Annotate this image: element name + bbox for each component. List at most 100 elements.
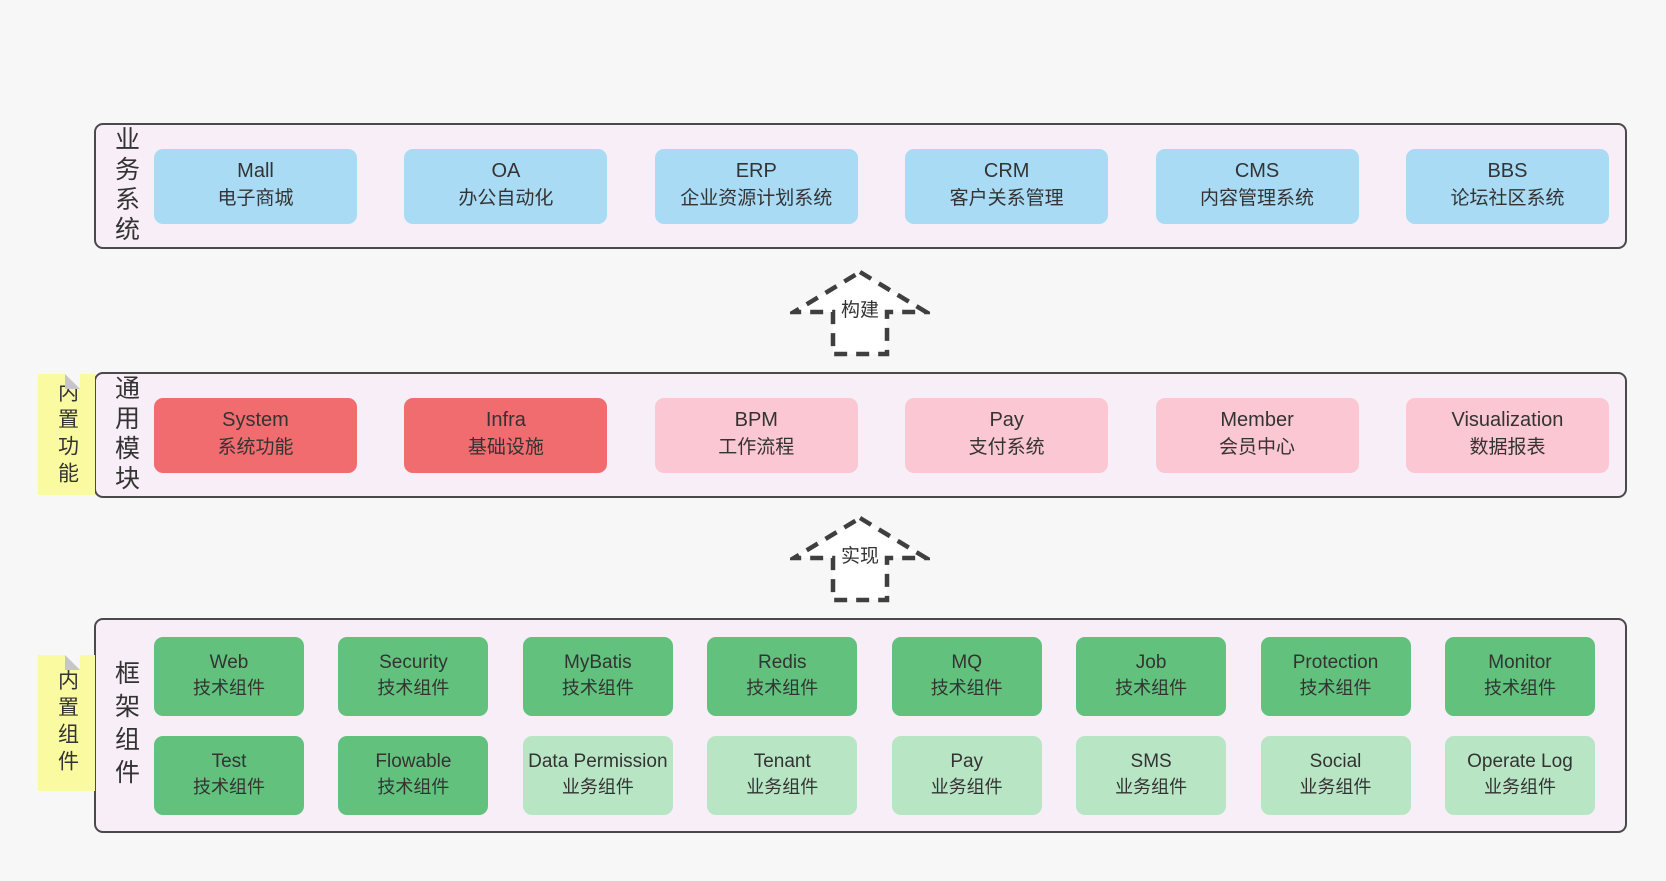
box-subtitle: 技术组件 — [1299, 677, 1372, 698]
component-box-test: Test 技术组件 — [154, 735, 304, 815]
box-title: CRM — [983, 160, 1030, 183]
panel-framework-components: 框架组件 Web 技术组件 Security 技术组件 MyBatis 技术组件… — [94, 618, 1627, 833]
box-title: CMS — [1234, 160, 1280, 183]
business-box-cms: CMS 内容管理系统 — [1155, 148, 1359, 224]
component-box-job: Job 技术组件 — [1076, 636, 1227, 716]
box-title: Social — [1309, 751, 1362, 773]
component-box-tenant: Tenant 业务组件 — [707, 735, 858, 815]
component-box-pay: Pay 业务组件 — [891, 735, 1042, 815]
arrow-up-implement: 实现 — [790, 514, 930, 604]
component-box-mq: MQ 技术组件 — [891, 636, 1042, 716]
components-row-2: Test 技术组件 Flowable 技术组件 Data Permission … — [154, 735, 1595, 815]
box-subtitle: 技术组件 — [930, 677, 1003, 698]
box-title: Job — [1135, 652, 1167, 674]
box-title: Web — [209, 652, 249, 674]
module-box-infra: Infra 基础设施 — [404, 397, 608, 473]
sticky-note-text: 内置功能 — [55, 380, 79, 489]
arrow-build-label: 构建 — [836, 295, 884, 322]
box-subtitle: 支付系统 — [968, 437, 1045, 459]
box-subtitle: 业务组件 — [930, 776, 1003, 797]
box-title: Member — [1220, 409, 1294, 432]
box-title: Pay — [989, 409, 1024, 432]
box-subtitle: 客户关系管理 — [949, 188, 1064, 210]
box-title: ERP — [735, 160, 777, 183]
box-title: Test — [211, 751, 247, 773]
box-subtitle: 企业资源计划系统 — [680, 188, 833, 210]
box-subtitle: 技术组件 — [561, 677, 634, 698]
component-box-redis: Redis 技术组件 — [707, 636, 858, 716]
component-box-mybatis: MyBatis 技术组件 — [522, 636, 673, 716]
component-box-social: Social 业务组件 — [1260, 735, 1411, 815]
sticky-note-text: 内置组件 — [55, 669, 79, 777]
arrow-up-build: 构建 — [790, 268, 930, 358]
box-subtitle: 内容管理系统 — [1200, 188, 1315, 210]
box-subtitle: 技术组件 — [193, 776, 265, 797]
arrow-implement-label: 实现 — [836, 541, 884, 568]
module-box-system: System 系统功能 — [154, 397, 357, 473]
box-subtitle: 业务组件 — [561, 776, 634, 797]
box-title: Security — [379, 652, 448, 674]
box-subtitle: 业务组件 — [746, 776, 819, 797]
box-title: Operate Log — [1467, 751, 1573, 773]
box-title: Data Permission — [528, 751, 668, 773]
box-title: MyBatis — [564, 652, 632, 674]
module-box-pay: Pay 支付系统 — [905, 397, 1109, 473]
box-subtitle: 业务组件 — [1299, 776, 1372, 797]
box-title: Monitor — [1488, 652, 1552, 674]
component-box-operate-log: Operate Log 业务组件 — [1444, 735, 1595, 815]
box-subtitle: 基础设施 — [467, 437, 544, 459]
box-title: BBS — [1487, 160, 1528, 183]
box-title: Redis — [757, 652, 807, 674]
box-title: BPM — [734, 409, 778, 432]
sticky-note-built-in-functions: 内置功能 — [38, 374, 95, 495]
box-subtitle: 会员中心 — [1219, 437, 1296, 459]
business-box-bbs: BBS 论坛社区系统 — [1405, 148, 1609, 224]
component-box-data-permission: Data Permission 业务组件 — [522, 735, 673, 815]
box-subtitle: 论坛社区系统 — [1450, 188, 1565, 210]
box-subtitle: 技术组件 — [1115, 677, 1188, 698]
component-box-sms: SMS 业务组件 — [1076, 735, 1227, 815]
box-subtitle: 技术组件 — [746, 677, 819, 698]
box-subtitle: 技术组件 — [377, 677, 450, 698]
module-box-member: Member 会员中心 — [1155, 397, 1359, 473]
box-subtitle: 技术组件 — [377, 776, 450, 797]
component-box-flowable: Flowable 技术组件 — [338, 735, 489, 815]
box-title: Protection — [1292, 652, 1379, 674]
panel-components-label: 框架组件 — [111, 659, 140, 792]
box-title: MQ — [951, 652, 982, 674]
module-box-visualization: Visualization 数据报表 — [1405, 397, 1609, 473]
component-box-protection: Protection 技术组件 — [1260, 636, 1411, 716]
box-title: OA — [491, 160, 521, 183]
business-box-oa: OA 办公自动化 — [404, 148, 608, 224]
components-row-1: Web 技术组件 Security 技术组件 MyBatis 技术组件 Redi… — [154, 636, 1595, 716]
modules-boxes-row: System 系统功能 Infra 基础设施 BPM 工作流程 Pay 支付系统… — [154, 397, 1625, 473]
box-title: Mall — [237, 160, 274, 183]
box-title: Tenant — [753, 751, 811, 773]
box-title: Pay — [950, 751, 984, 773]
business-box-mall: Mall 电子商城 — [154, 148, 357, 224]
box-subtitle: 业务组件 — [1483, 776, 1556, 797]
business-boxes-row: Mall 电子商城 OA 办公自动化 ERP 企业资源计划系统 CRM 客户关系… — [154, 148, 1625, 224]
business-box-erp: ERP 企业资源计划系统 — [654, 148, 858, 224]
box-subtitle: 数据报表 — [1469, 437, 1546, 459]
box-title: Flowable — [375, 751, 452, 773]
box-subtitle: 工作流程 — [718, 437, 795, 459]
box-title: Visualization — [1451, 409, 1564, 432]
component-box-monitor: Monitor 技术组件 — [1444, 636, 1595, 716]
box-subtitle: 业务组件 — [1115, 776, 1188, 797]
box-subtitle: 系统功能 — [217, 437, 294, 459]
box-subtitle: 办公自动化 — [458, 188, 554, 210]
box-subtitle: 技术组件 — [193, 677, 265, 698]
component-box-web: Web 技术组件 — [154, 636, 304, 716]
components-boxes-grid: Web 技术组件 Security 技术组件 MyBatis 技术组件 Redi… — [154, 636, 1625, 815]
sticky-note-built-in-components: 内置组件 — [38, 655, 95, 791]
box-title: SMS — [1130, 751, 1172, 773]
box-title: System — [222, 409, 289, 432]
module-box-bpm: BPM 工作流程 — [654, 397, 858, 473]
box-title: Infra — [485, 409, 526, 432]
box-subtitle: 电子商城 — [217, 188, 294, 210]
panel-common-modules: 通用模块 System 系统功能 Infra 基础设施 BPM 工作流程 Pay… — [94, 372, 1627, 498]
business-box-crm: CRM 客户关系管理 — [905, 148, 1109, 224]
component-box-security: Security 技术组件 — [338, 636, 489, 716]
